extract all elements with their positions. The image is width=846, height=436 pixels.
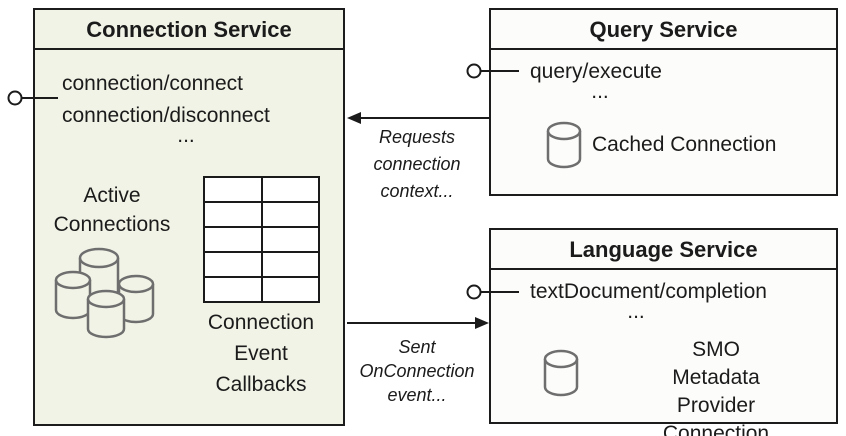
smo-metadata-provider-connection-label: SMO Metadata Provider Connection: [662, 338, 770, 436]
sent-onconnection-arrow-icon: [347, 317, 489, 329]
language-service-title: Language Service: [491, 230, 836, 270]
cached-connection-label: Cached Connection: [592, 133, 777, 156]
active-connections-label: Active Connections: [53, 184, 171, 236]
connection-service-title: Connection Service: [35, 10, 343, 50]
requests-connection-context-label: Requests connection context...: [373, 127, 461, 201]
connection-event-callbacks-table-icon: [203, 176, 320, 303]
connection-connect-method: connection/connect: [62, 72, 243, 95]
language-methods-ellipsis: ...: [627, 300, 645, 323]
connection-event-callbacks-label: Connection Event Callbacks: [207, 311, 315, 396]
requests-connection-arrow-icon: [347, 112, 489, 124]
connection-methods-ellipsis: ...: [177, 124, 195, 147]
query-execute-method: query/execute: [530, 60, 662, 83]
query-service-box: Query Service: [489, 8, 838, 196]
sent-onconnection-event-label: Sent OnConnection event...: [359, 337, 475, 405]
textdocument-completion-method: textDocument/completion: [530, 280, 767, 303]
query-service-title: Query Service: [491, 10, 836, 50]
query-methods-ellipsis: ...: [591, 80, 609, 103]
connection-disconnect-method: connection/disconnect: [62, 104, 270, 127]
